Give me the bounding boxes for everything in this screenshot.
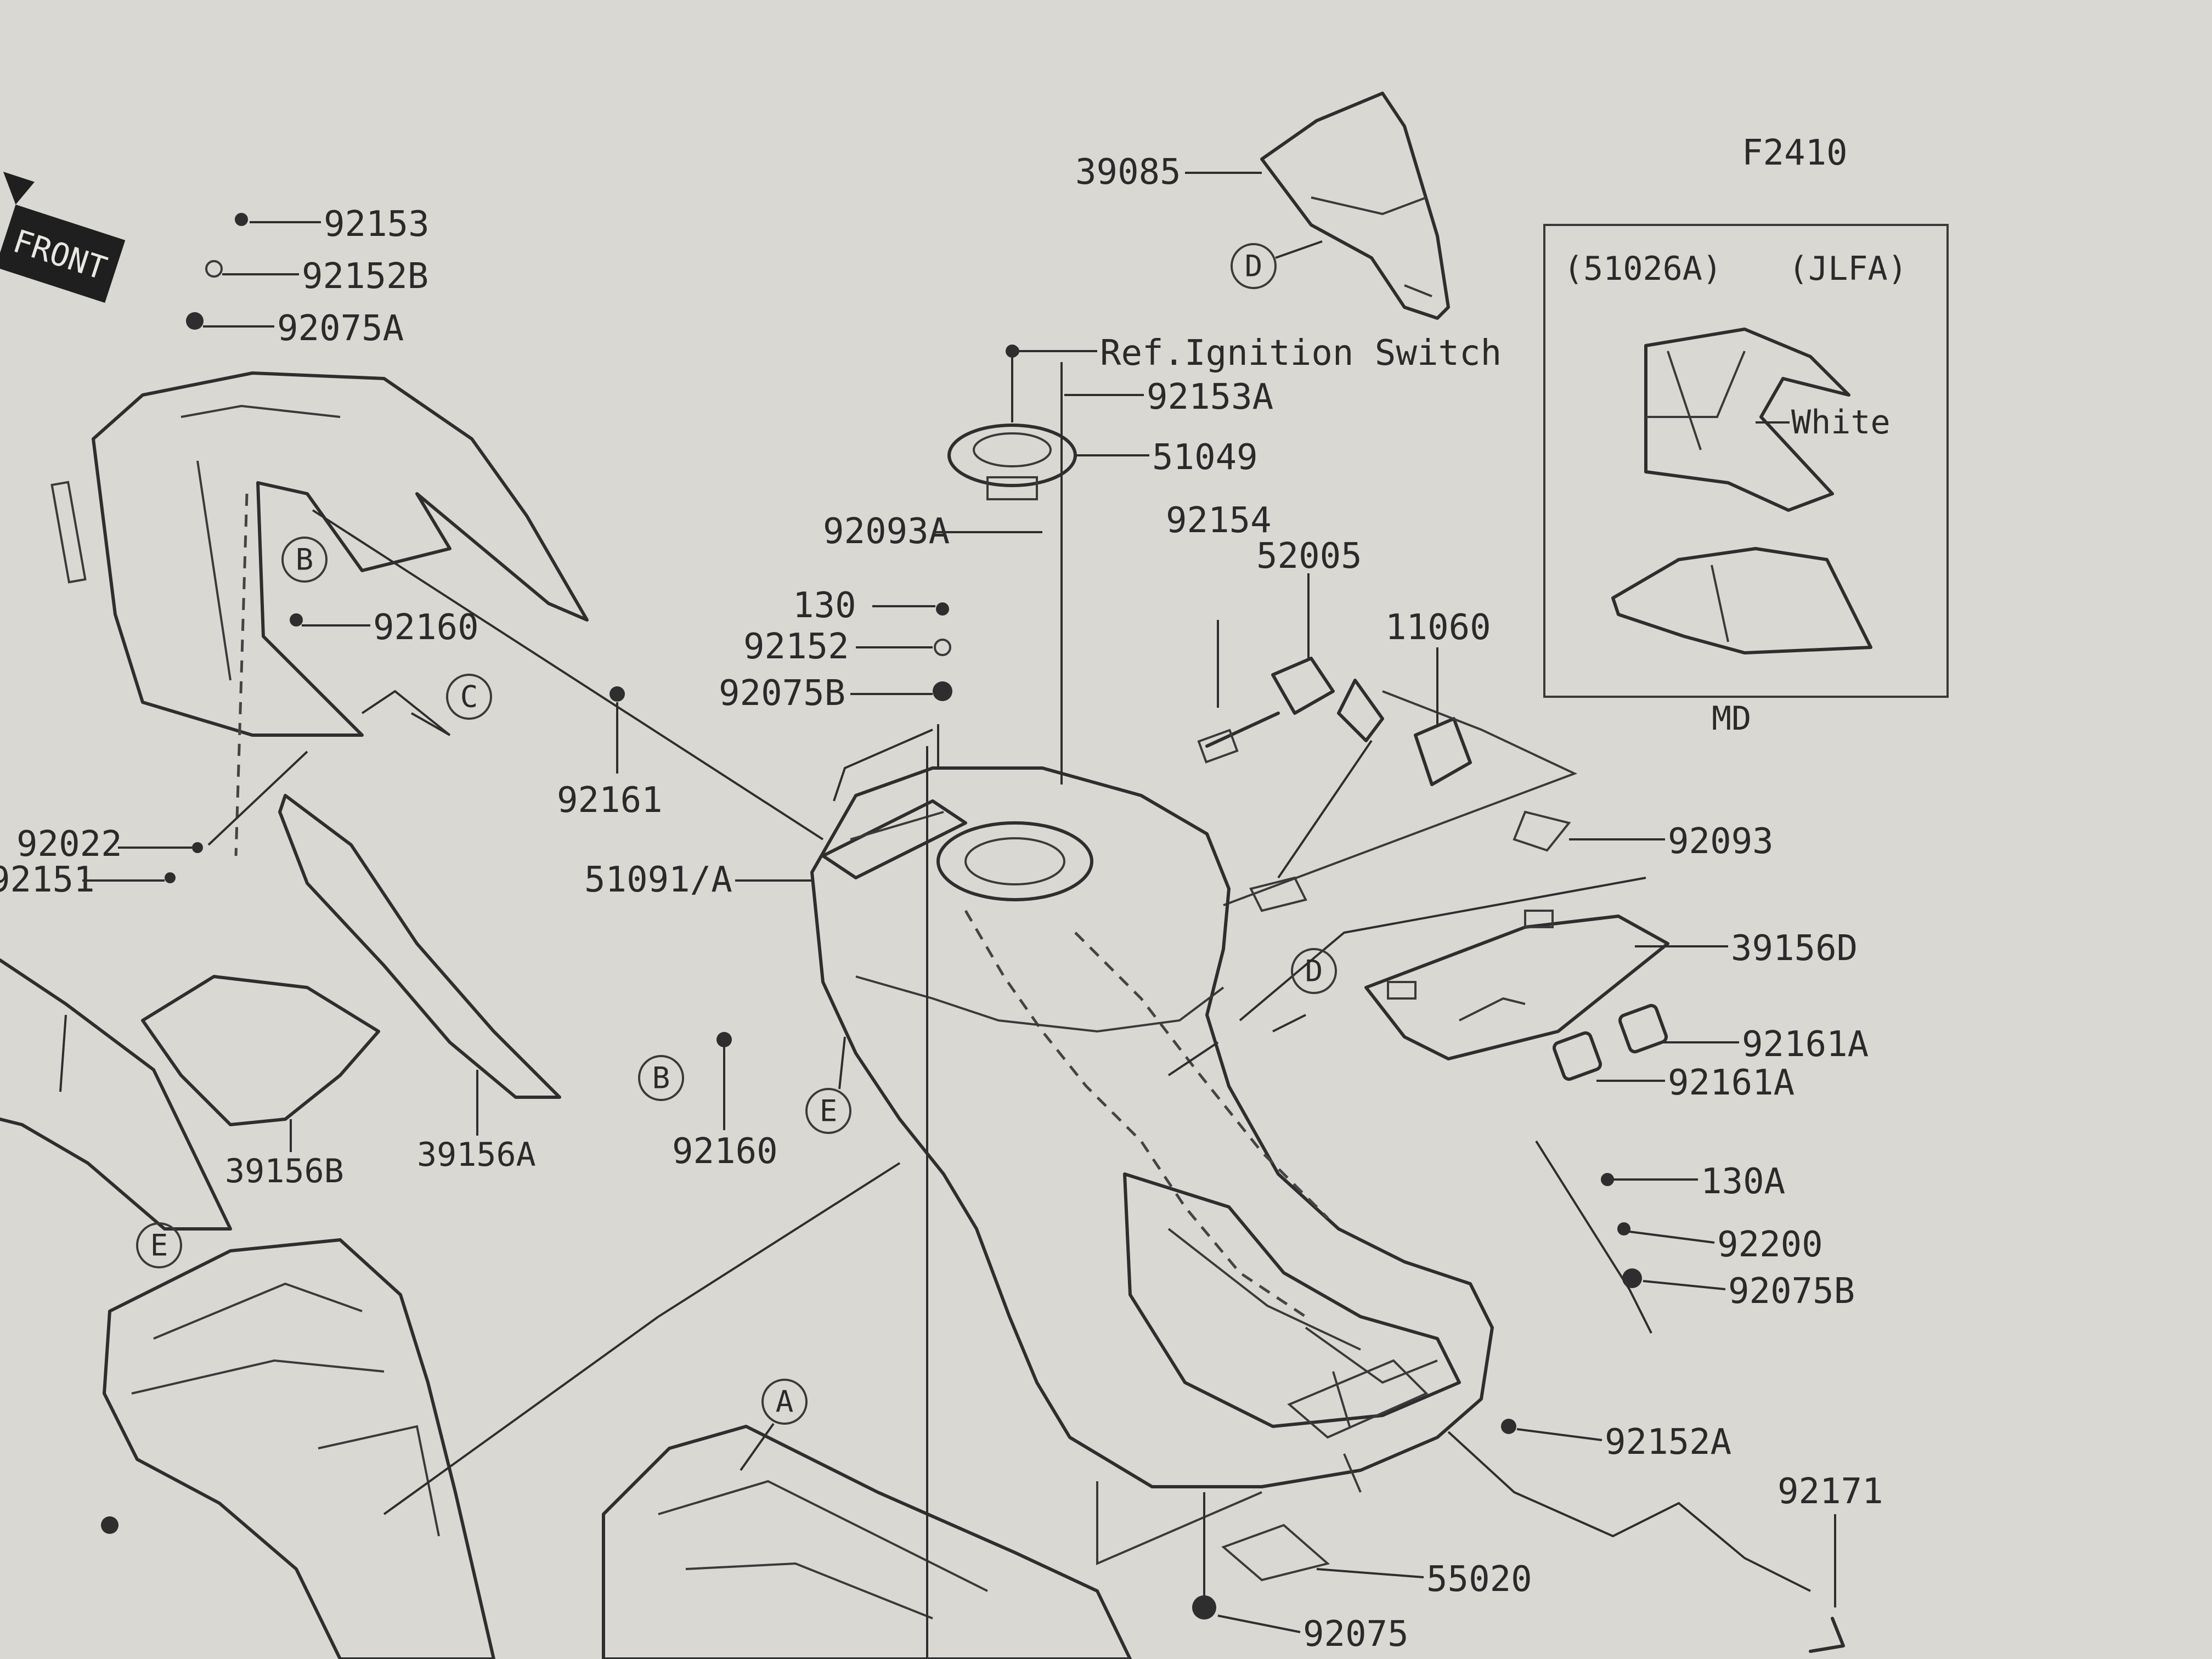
- side-panel-39156B: [141, 975, 380, 1126]
- callout-D-top: D: [1231, 240, 1323, 289]
- svg-text:B: B: [652, 1061, 670, 1096]
- svg-text:D: D: [1245, 249, 1263, 284]
- part-label: 92152B: [302, 256, 428, 297]
- part-label: 92200: [1717, 1224, 1823, 1265]
- callout-E-tank: E: [805, 1036, 851, 1134]
- callout-B-tank: B: [638, 1055, 684, 1101]
- part-label: 92160: [672, 1131, 778, 1172]
- inset-header-right: (JLFA): [1788, 250, 1908, 288]
- part-label: 92151: [0, 860, 95, 900]
- color-variant-inset: (51026A) (JLFA) White MD: [1543, 224, 1949, 738]
- part-label: 92075A: [277, 308, 404, 349]
- inset-header-left: (51026A): [1564, 250, 1722, 288]
- part-label: 92153A: [1147, 377, 1273, 417]
- tank-cover-39156D: [1364, 810, 1669, 1060]
- svg-text:C: C: [460, 680, 478, 714]
- fasteners: [101, 213, 1845, 1653]
- rubber-damper-92161A: [1552, 1003, 1668, 1081]
- figure-code: F2410: [1742, 133, 1848, 173]
- part-label: 39085: [1075, 152, 1181, 193]
- callout-C-cowl: C: [446, 674, 492, 720]
- part-label: 55020: [1426, 1559, 1532, 1600]
- part-labels: 39085 92153 92152B 92075A Ref.Ignition S…: [0, 152, 1883, 1655]
- part-label: 92152: [743, 627, 849, 667]
- reference-note: Ref.Ignition Switch: [1100, 333, 1502, 374]
- part-label: 51091/A: [584, 860, 732, 900]
- callout-D-tank: D: [1291, 948, 1337, 994]
- part-label: 39156D: [1731, 928, 1858, 969]
- part-label: 92161A: [1668, 1063, 1795, 1103]
- part-label: 51049: [1152, 437, 1258, 478]
- svg-text:E: E: [820, 1094, 838, 1128]
- part-label: 92093: [1668, 821, 1774, 862]
- seat-cowl-39085: [1260, 92, 1450, 320]
- part-label: 39156A: [417, 1136, 536, 1174]
- callout-A-lower: A: [740, 1379, 808, 1471]
- part-label: 92152A: [1605, 1422, 1731, 1463]
- part-label: 92075B: [719, 673, 845, 714]
- upper-side-cowl: [50, 371, 589, 856]
- inset-footer: MD: [1712, 699, 1751, 738]
- part-label: 130: [793, 585, 856, 626]
- callout-B-cowl: B: [281, 537, 328, 583]
- guide-lines: [59, 362, 1811, 1659]
- part-label: 92022: [16, 824, 122, 865]
- front-marker: FRONT: [0, 172, 126, 303]
- svg-text:B: B: [296, 543, 314, 577]
- svg-text:E: E: [150, 1228, 168, 1263]
- lower-side-cowl-left: [0, 958, 232, 1231]
- inset-color-note: White: [1791, 403, 1891, 442]
- frame-cover-lower-left: [103, 1238, 1132, 1659]
- part-label: 92093A: [823, 511, 950, 552]
- part-label: 52005: [1256, 536, 1362, 577]
- part-label: 11060: [1385, 607, 1491, 648]
- svg-text:D: D: [1305, 954, 1323, 989]
- callout-E-lower: E: [136, 1222, 182, 1268]
- side-panel-39156A: [278, 794, 561, 1099]
- part-label: 92161: [557, 780, 663, 821]
- fuel-cap-51049: [947, 345, 1077, 500]
- part-label: 92153: [324, 204, 430, 245]
- part-label: 92160: [373, 607, 479, 648]
- part-label: 130A: [1701, 1161, 1785, 1202]
- part-label: 92154: [1166, 500, 1272, 541]
- part-label: 92075B: [1728, 1271, 1855, 1312]
- callout-letters: D B C D B E E A: [136, 240, 1337, 1471]
- fuel-pump-assembly: [1197, 620, 1578, 912]
- part-label: 92161A: [1742, 1024, 1869, 1065]
- fuel-tank-body: [810, 766, 1494, 1566]
- part-label: 39156B: [225, 1152, 344, 1190]
- part-label: 92171: [1778, 1471, 1883, 1512]
- part-label: 92075: [1303, 1614, 1409, 1655]
- svg-text:A: A: [776, 1385, 794, 1419]
